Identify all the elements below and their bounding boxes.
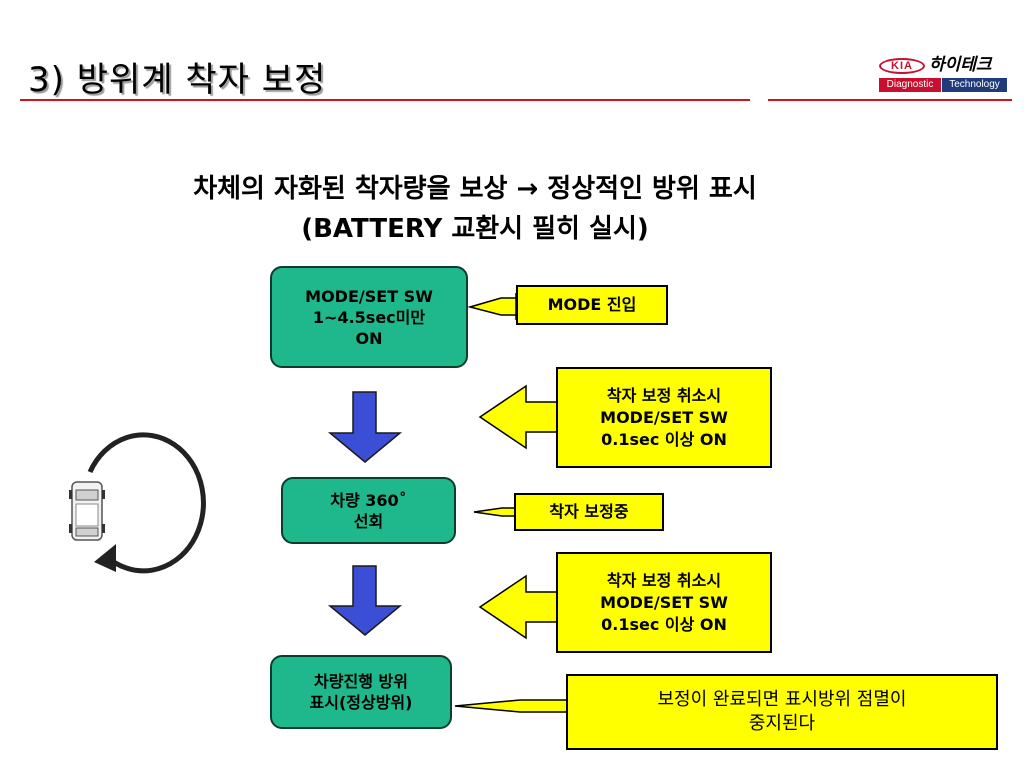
step-2-line-2: 선회 bbox=[353, 511, 384, 531]
note-cancel-1-line-1: 착자 보정 취소시 bbox=[606, 385, 722, 405]
callout-pointer-mode-enter bbox=[467, 293, 517, 320]
circular-arrow-icon bbox=[87, 432, 206, 574]
note-complete-line-1: 보정이 완료되면 표시방위 점멸이 bbox=[657, 689, 907, 710]
page-title: 3) 방위계 착자 보정 bbox=[28, 60, 327, 100]
subtitle-line-1: 차체의 자화된 착자량을 보상 → 정상적인 방위 표시 bbox=[193, 174, 757, 204]
title-underline-gap bbox=[750, 98, 768, 102]
callout-pointer-calibrating bbox=[473, 503, 516, 521]
kia-brand-mark: KIA bbox=[879, 58, 925, 74]
down-arrow-2 bbox=[327, 565, 403, 636]
note-cancel-2-line-1: 착자 보정 취소시 bbox=[606, 570, 722, 590]
step-2-line-1: 차량 360˚ bbox=[330, 490, 407, 510]
subtitle-line-2: (BATTERY 교환시 필히 실시) bbox=[301, 214, 649, 244]
callout-pointer-cancel-1 bbox=[478, 384, 559, 450]
note-cancel-1-line-2: MODE/SET SW bbox=[600, 407, 728, 427]
step-box-mode-set: MODE/SET SW 1~4.5sec미만 ON bbox=[270, 266, 468, 368]
step-box-normal-direction: 차량진행 방위 표시(정상방위) bbox=[270, 655, 452, 729]
note-calibrating: 착자 보정중 bbox=[514, 493, 664, 531]
step-1-line-1: MODE/SET SW bbox=[305, 286, 433, 306]
logo-technology: Technology bbox=[942, 78, 1007, 92]
step-3-line-2: 표시(정상방위) bbox=[309, 693, 413, 712]
note-cancel-2: 착자 보정 취소시 MODE/SET SW 0.1sec 이상 ON bbox=[556, 552, 772, 653]
logo-diagnostic: Diagnostic bbox=[879, 78, 941, 92]
down-arrow-1 bbox=[327, 391, 403, 463]
circular-arrow-head bbox=[94, 544, 116, 572]
note-mode-enter-text: MODE 진입 bbox=[547, 295, 637, 314]
step-3-line-1: 차량진행 방위 bbox=[314, 672, 408, 691]
note-complete: 보정이 완료되면 표시방위 점멸이 중지된다 bbox=[566, 674, 998, 750]
kia-hitech-logo: KIA 하이테크 Diagnostic Technology bbox=[879, 55, 1007, 92]
callout-pointer-complete bbox=[454, 692, 568, 720]
step-box-rotate-360: 차량 360˚ 선회 bbox=[281, 477, 456, 544]
note-cancel-1-line-3: 0.1sec 이상 ON bbox=[601, 429, 727, 449]
title-underline bbox=[20, 99, 1012, 101]
note-complete-line-2: 중지된다 bbox=[748, 713, 816, 734]
step-1-line-2: 1~4.5sec미만 bbox=[312, 307, 426, 327]
note-mode-enter: MODE 진입 bbox=[516, 285, 668, 325]
note-calibrating-text: 착자 보정중 bbox=[549, 502, 629, 521]
logo-korean-text: 하이테크 bbox=[929, 55, 992, 75]
step-1-line-3: ON bbox=[355, 328, 383, 348]
note-cancel-2-line-3: 0.1sec 이상 ON bbox=[601, 614, 727, 634]
car-top-view-icon bbox=[69, 481, 105, 541]
note-cancel-1: 착자 보정 취소시 MODE/SET SW 0.1sec 이상 ON bbox=[556, 367, 772, 468]
note-cancel-2-line-2: MODE/SET SW bbox=[600, 592, 728, 612]
callout-pointer-cancel-2 bbox=[478, 574, 559, 640]
